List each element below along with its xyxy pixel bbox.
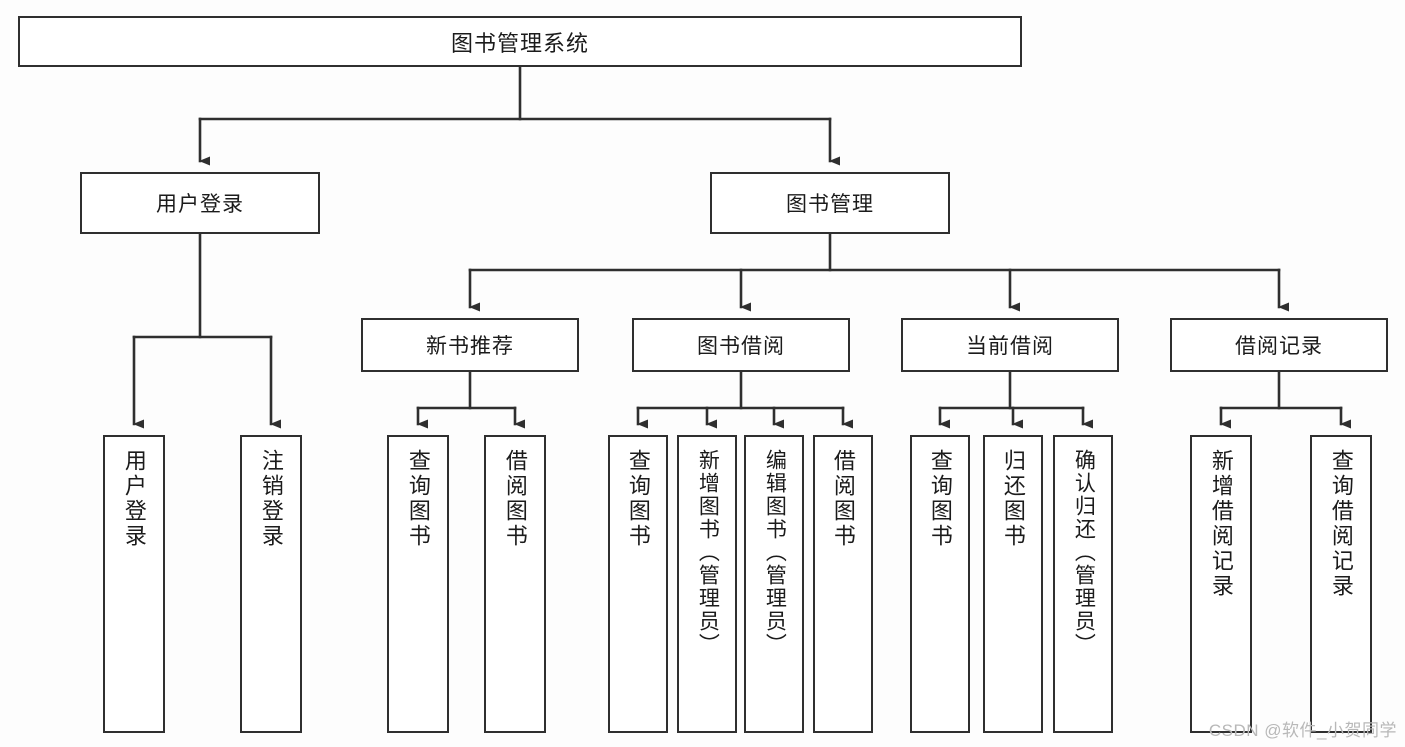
leaf-label: 注销登录 <box>258 449 284 549</box>
leaf-query-book-borrow[interactable]: 查询图书 <box>608 435 668 733</box>
leaf-borrow-book-recommend[interactable]: 借阅图书 <box>484 435 546 733</box>
leaf-confirm-return-admin[interactable]: 确认归还（管理员） <box>1053 435 1113 733</box>
leaf-label: 借阅图书 <box>502 449 528 549</box>
leaf-label: 查询图书 <box>625 449 651 549</box>
node-user-login[interactable]: 用户登录 <box>80 172 320 234</box>
leaf-query-borrow-record[interactable]: 查询借阅记录 <box>1310 435 1372 733</box>
leaf-label: 用户登录 <box>121 449 147 549</box>
watermark: CSDN @软件_小贺同学 <box>1208 721 1397 740</box>
leaf-label: 查询图书 <box>405 449 431 549</box>
node-current-borrow[interactable]: 当前借阅 <box>901 318 1119 372</box>
leaf-label: 查询图书 <box>927 449 953 549</box>
node-borrow-record[interactable]: 借阅记录 <box>1170 318 1388 372</box>
leaf-query-book-recommend[interactable]: 查询图书 <box>387 435 449 733</box>
leaf-label: 编辑图书（管理员） <box>763 449 787 656</box>
node-new-book-recommend[interactable]: 新书推荐 <box>361 318 579 372</box>
leaf-return-book[interactable]: 归还图书 <box>983 435 1043 733</box>
leaf-label: 归还图书 <box>1000 449 1026 549</box>
leaf-logout[interactable]: 注销登录 <box>240 435 302 733</box>
leaf-add-book-admin[interactable]: 新增图书（管理员） <box>677 435 737 733</box>
leaf-borrow-book[interactable]: 借阅图书 <box>813 435 873 733</box>
leaf-label: 查询借阅记录 <box>1328 449 1354 599</box>
leaf-label: 确认归还（管理员） <box>1072 449 1096 656</box>
leaf-user-login[interactable]: 用户登录 <box>103 435 165 733</box>
node-book-borrow[interactable]: 图书借阅 <box>632 318 850 372</box>
leaf-label: 新增图书（管理员） <box>696 449 720 656</box>
leaf-add-borrow-record[interactable]: 新增借阅记录 <box>1190 435 1252 733</box>
node-book-management[interactable]: 图书管理 <box>710 172 950 234</box>
node-root[interactable]: 图书管理系统 <box>18 16 1022 67</box>
leaf-edit-book-admin[interactable]: 编辑图书（管理员） <box>744 435 804 733</box>
leaf-query-book-current[interactable]: 查询图书 <box>910 435 970 733</box>
leaf-label: 借阅图书 <box>830 449 856 549</box>
leaf-label: 新增借阅记录 <box>1208 449 1234 599</box>
